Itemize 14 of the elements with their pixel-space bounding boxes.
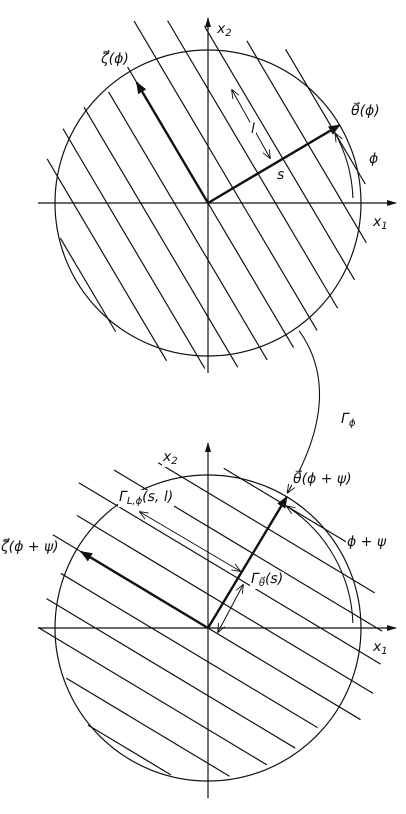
- math-label: Γ$_{θ⃗}$(s): [250, 572, 284, 589]
- math-label: θ⃗(ϕ): [350, 104, 381, 120]
- math-label: Γ$_{L,ϕ}$(s, l): [118, 490, 174, 507]
- curved-arrow: [286, 330, 320, 494]
- math-label: x$_{2}$: [162, 450, 179, 467]
- math-label: ζ⃗(ϕ): [100, 52, 130, 68]
- math-label: x$_{2}$: [216, 22, 233, 39]
- math-label: ϕ + ψ: [346, 535, 388, 550]
- math-label: θ⃗(ϕ + ψ): [292, 472, 353, 488]
- math-label: ϕ: [368, 152, 380, 168]
- math-label: ζ⃗(ϕ + ψ): [0, 540, 60, 556]
- math-label: x$_{1}$: [372, 215, 389, 232]
- math-label: x$_{1}$: [372, 640, 389, 657]
- edge-label: Γ$_{ϕ}$: [340, 412, 356, 429]
